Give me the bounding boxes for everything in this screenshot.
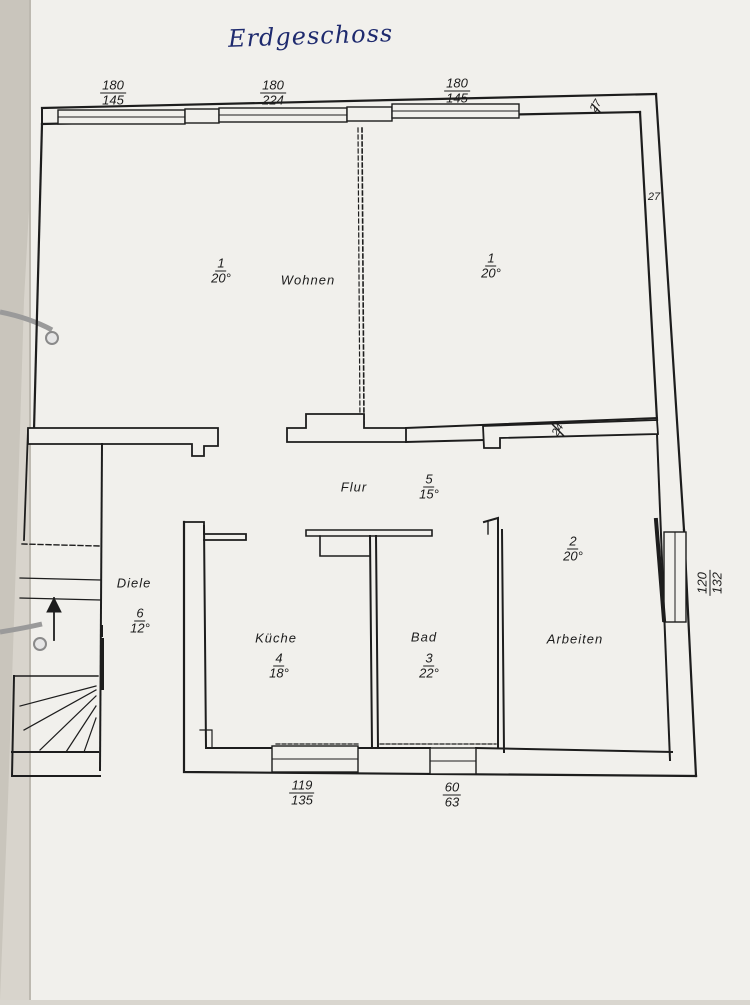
window-width: 180 — [260, 77, 286, 94]
room-bad-info: 3 22° — [417, 650, 441, 681]
window-top-mid — [218, 107, 348, 123]
plan-title: Erdgeschoss — [227, 19, 394, 53]
window-dim-top-mid: 180 224 — [260, 77, 286, 108]
wohnen-divider — [361, 127, 365, 425]
room-flur-info: 5 15° — [417, 471, 441, 502]
window-top-left-post — [184, 108, 220, 124]
corner-tick — [591, 103, 601, 113]
binder-edge — [0, 0, 40, 1000]
room-label-flur: Flur — [340, 479, 368, 495]
window-dim-bottom-right: 60 63 — [442, 779, 462, 810]
window-width: 180 — [100, 77, 126, 94]
room-kueche-info: 4 18° — [267, 650, 291, 681]
room-number: 3 — [423, 650, 435, 667]
bottom-wall — [182, 520, 698, 778]
window-top-right — [391, 103, 520, 119]
room-label-arbeiten: Arbeiten — [546, 631, 604, 647]
window-dim-right: 120 132 — [694, 570, 725, 596]
window-width: 119 — [289, 777, 315, 794]
staircase — [19, 597, 97, 753]
paper-sheet — [30, 0, 750, 1000]
room-label-wohnen: Wohnen — [280, 272, 336, 288]
left-wall — [23, 122, 44, 541]
room-wohnen-left-info: 1 20° — [209, 255, 233, 286]
window-dim-top-right: 180 145 — [444, 75, 470, 106]
binder-ring-top — [0, 309, 59, 345]
room-temperature: 12° — [130, 620, 150, 636]
window-top-mid-post — [346, 106, 393, 122]
room-number: 4 — [273, 650, 285, 667]
window-bottom-left — [271, 745, 359, 773]
room-diele-info: 6 12° — [128, 605, 152, 636]
window-top-left — [57, 109, 186, 125]
window-height: 63 — [444, 794, 460, 810]
room-label-kueche: Küche — [255, 630, 297, 646]
inner-tick — [551, 423, 565, 437]
stair-arrow-icon — [46, 596, 62, 613]
window-height: 145 — [446, 90, 468, 106]
room-label-bad: Bad — [410, 629, 438, 645]
window-dim-top-left: 180 145 — [100, 77, 126, 108]
window-height: 224 — [262, 92, 284, 108]
window-height: 145 — [102, 92, 124, 108]
room-temperature: 20° — [481, 265, 501, 281]
diele-walls — [10, 442, 104, 778]
wall-mark-right: 27 — [647, 191, 661, 203]
interior-walls — [305, 516, 506, 754]
window-bottom-right — [429, 747, 477, 775]
room-temperature: 18° — [269, 665, 289, 681]
window-width: 180 — [444, 75, 470, 92]
room-wohnen-right-info: 1 20° — [479, 250, 503, 281]
window-height: 135 — [291, 792, 313, 808]
window-width: 60 — [442, 779, 462, 796]
wall-wohnen-flur — [27, 413, 659, 457]
room-temperature: 20° — [563, 548, 583, 564]
room-number: 1 — [215, 255, 227, 272]
window-right — [653, 517, 687, 623]
room-temperature: 20° — [211, 270, 231, 286]
window-height: 132 — [709, 572, 725, 594]
room-number: 5 — [423, 471, 435, 488]
window-width: 120 — [694, 570, 711, 596]
room-number: 2 — [567, 533, 579, 550]
room-arbeiten-info: 2 20° — [561, 533, 585, 564]
binder-ring-bottom — [0, 621, 47, 651]
room-number: 6 — [134, 605, 146, 622]
room-temperature: 15° — [419, 486, 439, 502]
room-label-diele: Diele — [116, 575, 152, 591]
room-number: 1 — [485, 250, 497, 267]
room-temperature: 22° — [419, 665, 439, 681]
window-dim-bottom-left: 119 135 — [289, 777, 315, 808]
